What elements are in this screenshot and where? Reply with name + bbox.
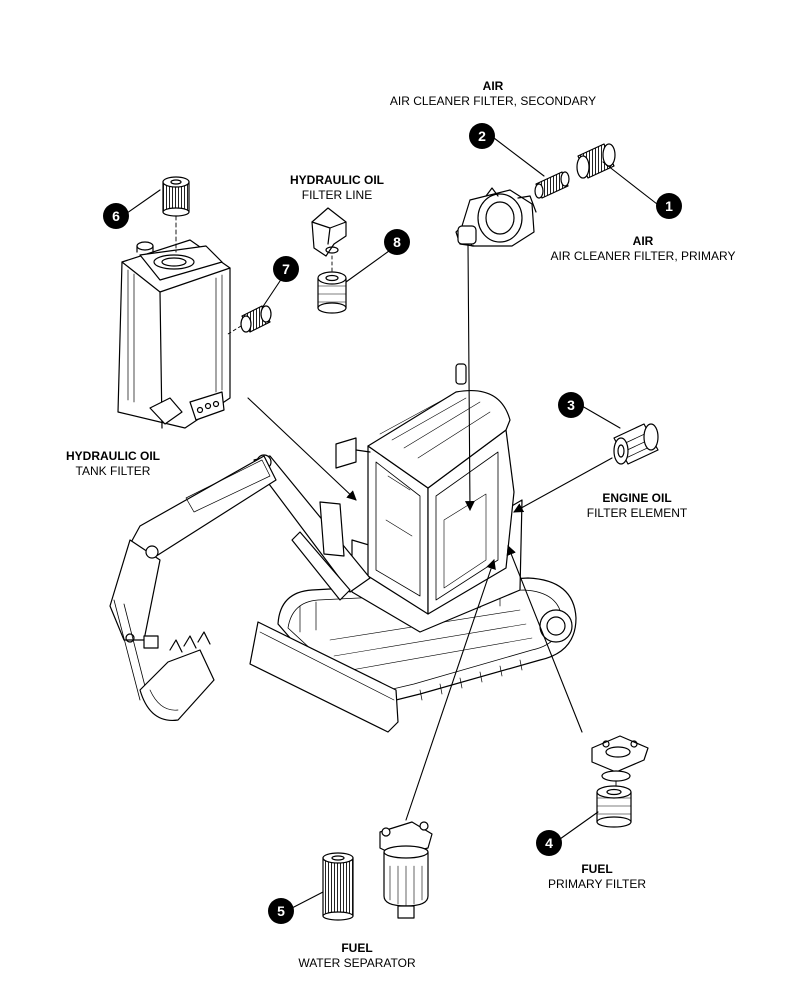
air-filter-primary bbox=[576, 143, 616, 179]
fuel-water-separator-housing bbox=[379, 821, 433, 919]
air-cleaner-housing bbox=[455, 187, 537, 247]
callout-5: 5 bbox=[268, 898, 294, 924]
label-title: ENGINE OIL bbox=[602, 491, 672, 505]
hydraulic-line-filter-small bbox=[227, 305, 272, 335]
label-fuel-water-separator: FUEL WATER SEPARATOR bbox=[282, 941, 432, 971]
label-subtitle: TANK FILTER bbox=[75, 464, 151, 478]
callout-7: 7 bbox=[273, 256, 299, 282]
label-title: AIR bbox=[632, 234, 654, 248]
label-subtitle: AIR CLEANER FILTER, PRIMARY bbox=[550, 249, 736, 263]
label-subtitle: WATER SEPARATOR bbox=[298, 956, 416, 970]
callout-4: 4 bbox=[536, 830, 562, 856]
label-air-cleaner-primary: AIR AIR CLEANER FILTER, PRIMARY bbox=[538, 234, 748, 264]
label-title: AIR bbox=[482, 79, 504, 93]
hydraulic-tank-filter-cartridge bbox=[162, 176, 190, 253]
pointer-lines bbox=[126, 137, 658, 909]
label-title: HYDRAULIC OIL bbox=[66, 449, 160, 463]
label-subtitle: AIR CLEANER FILTER, SECONDARY bbox=[389, 94, 597, 108]
label-hydraulic-tank-filter: HYDRAULIC OIL TANK FILTER bbox=[46, 449, 180, 479]
callout-1: 1 bbox=[656, 193, 682, 219]
label-title: HYDRAULIC OIL bbox=[290, 173, 384, 187]
callout-6: 6 bbox=[103, 203, 129, 229]
callout-3: 3 bbox=[558, 392, 584, 418]
callout-2: 2 bbox=[469, 123, 495, 149]
fuel-water-separator-element bbox=[322, 852, 354, 921]
mini-excavator-drawing bbox=[109, 363, 577, 733]
air-filter-secondary bbox=[534, 171, 570, 199]
label-engine-oil-filter: ENGINE OIL FILTER ELEMENT bbox=[572, 491, 702, 521]
label-subtitle: FILTER LINE bbox=[301, 188, 373, 202]
label-fuel-primary-filter: FUEL PRIMARY FILTER bbox=[532, 862, 662, 892]
hydraulic-tank-drawing bbox=[117, 239, 231, 429]
label-air-cleaner-secondary: AIR AIR CLEANER FILTER, SECONDARY bbox=[382, 79, 604, 109]
label-hydraulic-filter-line: HYDRAULIC OIL FILTER LINE bbox=[270, 173, 404, 203]
fuel-primary-filter bbox=[591, 735, 649, 828]
label-subtitle: PRIMARY FILTER bbox=[547, 877, 647, 891]
label-title: FUEL bbox=[581, 862, 613, 876]
callout-8: 8 bbox=[384, 229, 410, 255]
label-subtitle: FILTER ELEMENT bbox=[586, 506, 688, 520]
label-title: FUEL bbox=[341, 941, 373, 955]
engine-oil-filter-element bbox=[613, 423, 659, 465]
hydraulic-filter-line-housing bbox=[311, 207, 347, 314]
